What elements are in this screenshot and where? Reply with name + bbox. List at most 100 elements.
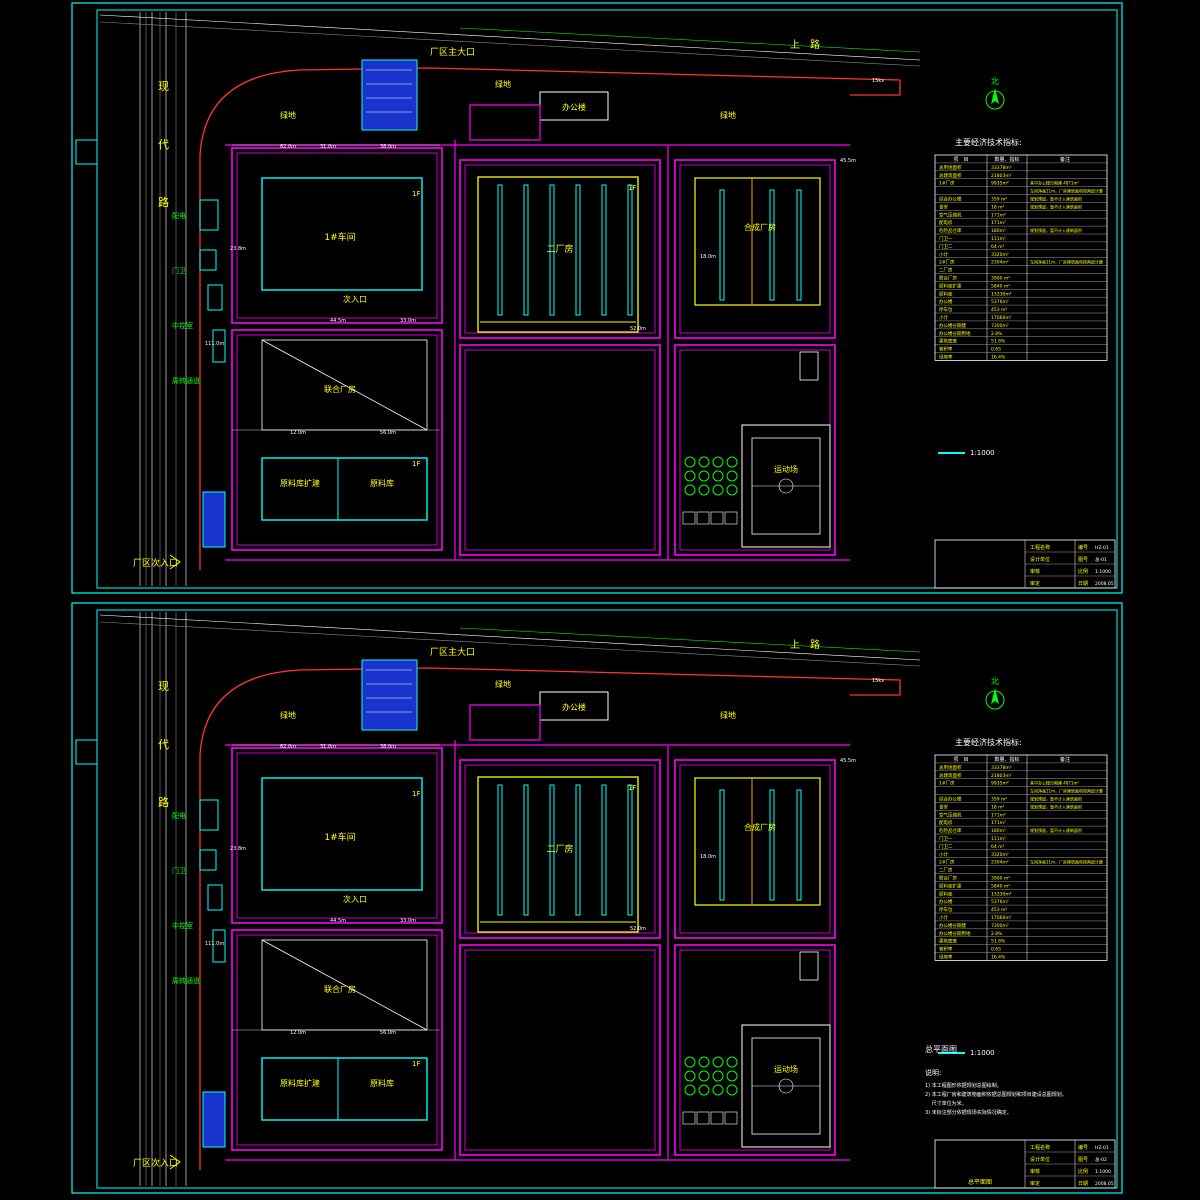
- road-loop-inner-1: [236, 934, 438, 1146]
- drawing-sheet-2[interactable]: 现代路上 路厂区主大口厂区次入口绿地绿地绿地办公楼1#车间1F次入口二厂房1F合…: [71, 602, 1123, 1194]
- table-cell-item: 配电房: [939, 219, 953, 226]
- west-facility-label: 周转通道: [172, 976, 200, 985]
- west-small-building-4: [202, 491, 226, 548]
- table-header-cell: 数量、指标: [994, 156, 1019, 163]
- table-cell-item: 总用地面积: [939, 164, 962, 171]
- table-header-cell: 备注: [1060, 756, 1070, 763]
- table-cell-item: 建筑密度: [939, 338, 957, 345]
- title-block-value: 1:1000: [1095, 1169, 1111, 1175]
- table-cell-value: 18 m²: [991, 204, 1005, 210]
- table-cell-value: 0.65: [991, 947, 1001, 953]
- dimension-label: 44.5m: [330, 318, 346, 324]
- green-area-west: 绿地: [280, 710, 296, 720]
- workshop-1-floors: 1F: [412, 190, 420, 198]
- table-cell-item: 建筑密度: [939, 938, 957, 945]
- road-loop-inner-0: [236, 752, 438, 919]
- north-road-name: 上 路: [790, 638, 820, 651]
- north-road-line: [459, 27, 921, 53]
- table-cell-value: 111m²: [991, 836, 1006, 842]
- notes-line: 3) 未标注部分依据现场实际情况确定。: [925, 1109, 1012, 1116]
- title-block-label: 日期: [1078, 1181, 1088, 1187]
- storage-yard-diagonal: [261, 339, 428, 431]
- table-cell-item: 办公楼分期建: [939, 922, 966, 929]
- table-cell-value: 33378m²: [991, 165, 1012, 171]
- storage-tank: [684, 470, 696, 482]
- table-cell-item: 食堂: [939, 203, 948, 210]
- workshop-3-label: 合成厂房: [744, 222, 776, 232]
- north-entrance-label: 厂区主大口: [430, 646, 475, 658]
- table-cell-item: 危险品仓库: [939, 227, 962, 234]
- dimension-label: 38.0m: [380, 744, 396, 750]
- road-loop-inner-0: [236, 152, 438, 319]
- table-cell-note: 车间净高11m，厂房建筑面积按两层计算: [1030, 188, 1103, 194]
- table-cell-value: 111m²: [991, 236, 1006, 242]
- raw-material-block: [261, 1057, 428, 1121]
- table-cell-value: 3900 m²: [991, 276, 1010, 282]
- west-small-building-1: [199, 849, 217, 871]
- green-area-west: 绿地: [280, 110, 296, 120]
- crane-bay-3: [575, 184, 581, 316]
- dimension-label: 33.0m: [400, 918, 416, 924]
- table-cell-item: 停车位: [939, 906, 953, 913]
- dimension-label: 45.5m: [840, 158, 856, 164]
- dimension-label: 38.0m: [380, 144, 396, 150]
- storage-tank: [684, 484, 696, 496]
- table-cell-value: 5376m²: [991, 299, 1009, 305]
- table-cell-item: 门卫一: [939, 835, 953, 842]
- green-area-east: 绿地: [720, 110, 736, 120]
- table-cell-value: 17060m²: [991, 915, 1012, 921]
- storage-tank: [698, 456, 710, 468]
- dimension-label: 56.0m: [380, 430, 396, 436]
- dimension-label: 18.0m: [700, 254, 716, 260]
- tank-pad: [682, 1111, 696, 1125]
- table-cell-item: 小计: [939, 314, 948, 321]
- table-cell-item: 办公楼: [939, 898, 953, 905]
- title-block-value: 1:1000: [1095, 569, 1111, 575]
- storage-tank: [684, 456, 696, 468]
- workshop-3-bay-0: [719, 189, 725, 301]
- storage-tank: [712, 484, 724, 496]
- dimension-label: 111.0m: [205, 341, 224, 347]
- west-small-building-2: [207, 884, 223, 911]
- table-header-cell: 项 目: [953, 757, 968, 763]
- sheet-outer-frame: [71, 2, 1123, 594]
- table-cell-item: 空气压缩机: [939, 811, 962, 818]
- table-cell-item: 二厂房: [939, 867, 953, 874]
- table-cell-value: 9935m²: [991, 181, 1009, 187]
- table-cell-value: 171m²: [991, 220, 1006, 226]
- west-entrance-label: 厂区次入口: [133, 1157, 178, 1169]
- workshop-1-label: 1#车间: [324, 231, 355, 243]
- workshop-2-label: 二厂房: [546, 843, 573, 855]
- table-header-cell: 备注: [1060, 156, 1070, 163]
- table-cell-value: 13330m²: [991, 291, 1012, 297]
- west-road-name-char: 代: [158, 738, 169, 751]
- notes-line: 1) 本工程图形依据规划总图绘制。: [925, 1082, 1002, 1089]
- table-cell-value: 2304m²: [991, 860, 1009, 866]
- table-cell-value: 453 m²: [991, 907, 1007, 913]
- drawing-sheet-1[interactable]: 现代路上 路厂区主大口厂区次入口绿地绿地绿地办公楼1#车间1F次入口二厂房1F合…: [71, 2, 1123, 594]
- office-courtyard-road: [469, 704, 541, 741]
- west-small-building-0: [199, 799, 219, 831]
- north-road-line: [99, 21, 921, 67]
- road-loop-5: [674, 344, 836, 556]
- workshop-3-bay-2: [796, 189, 802, 301]
- storage-tank: [698, 1056, 710, 1068]
- crane-bay-4: [601, 784, 607, 916]
- tank-pad: [724, 511, 738, 525]
- workshop-3-label: 合成厂房: [744, 822, 776, 832]
- table-cell-item: 办公楼: [939, 298, 953, 305]
- raw-expand-label: 原料库扩建: [280, 478, 320, 488]
- dimension-label: 52.0m: [630, 326, 646, 332]
- title-block-label: 日期: [1078, 581, 1088, 587]
- notes-line: 2) 本工程厂房和建筑物面积依据总图规划和项目建设总图规划。: [925, 1091, 1067, 1098]
- table-cell-item: 办公楼分期用地: [939, 930, 971, 937]
- table-cell-value: 3320m²: [991, 252, 1009, 258]
- table-cell-value: 64 m²: [991, 844, 1005, 850]
- sports-field-centre-icon: [778, 1078, 794, 1094]
- workshop-1-label: 1#车间: [324, 831, 355, 843]
- title-block-label: 工程名称: [1030, 544, 1050, 551]
- title-block-label: 图号: [1078, 557, 1088, 563]
- workshop-1-floors: 1F: [412, 790, 420, 798]
- table-cell-value: 7300m²: [991, 923, 1009, 929]
- west-facility-label: 配电: [172, 211, 186, 220]
